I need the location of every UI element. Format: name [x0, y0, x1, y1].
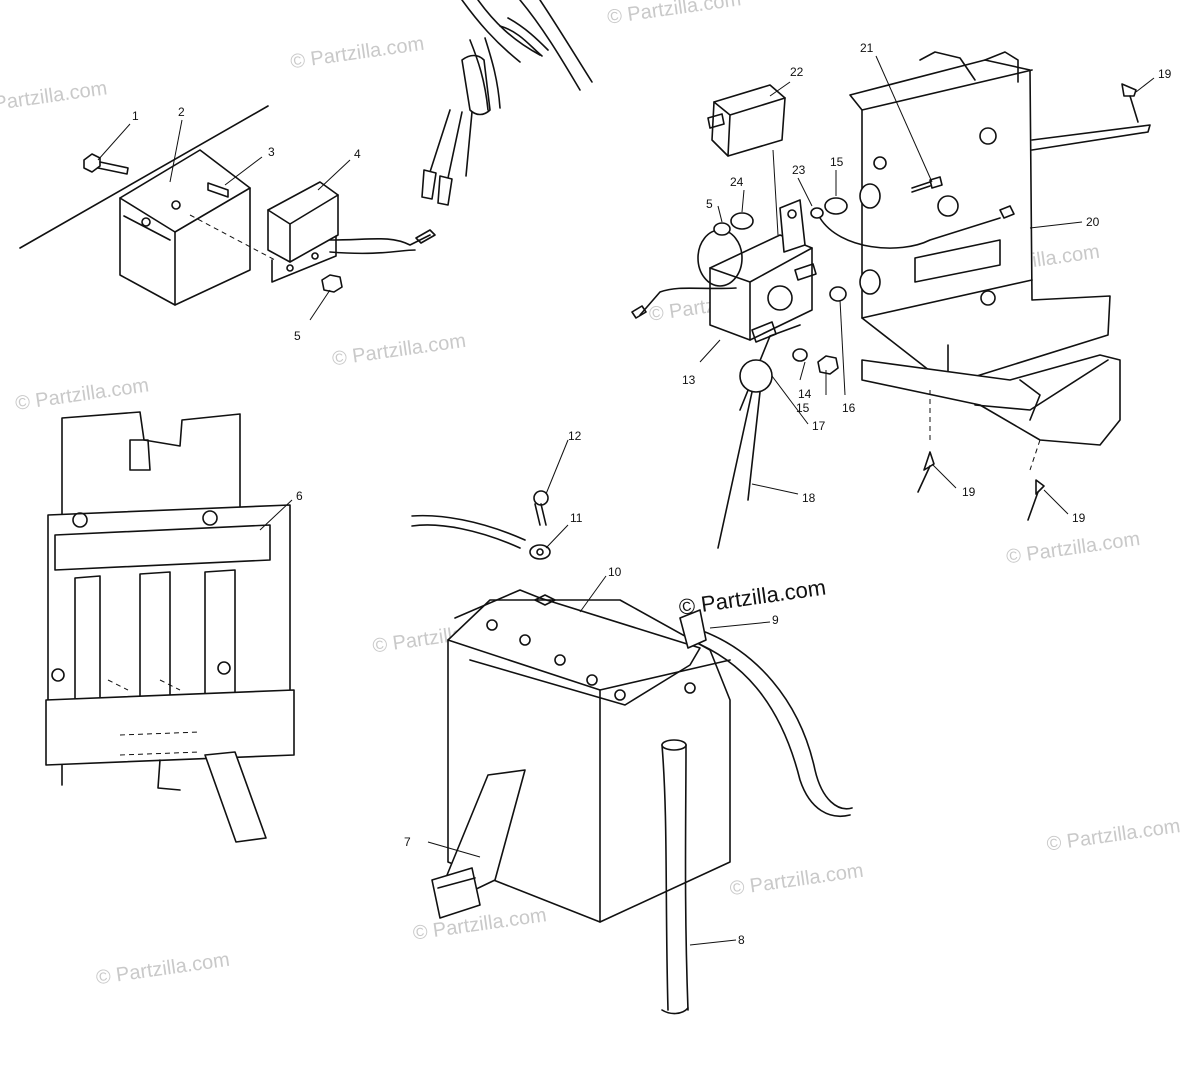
- callout-label-1: 1: [132, 109, 139, 123]
- callout-label-5: 5: [294, 329, 301, 343]
- callout-labels: 1 2 3 4 5 6 7 8 9 10 11 12 13 14 15 15 1…: [132, 41, 1172, 947]
- watermark: © Partzilla.com: [1045, 815, 1182, 856]
- watermark: © Partzilla.com: [14, 374, 151, 415]
- leader-lines: [97, 55, 1155, 946]
- callout-label-13: 13: [682, 373, 696, 387]
- regulator-assembly: [19, 105, 436, 306]
- watermark: © Partzilla.com: [411, 904, 548, 945]
- callout-label-18: 18: [802, 491, 816, 505]
- callout-label-16: 16: [842, 401, 856, 415]
- callout-label-4: 4: [354, 147, 361, 161]
- callout-label-8: 8: [738, 933, 745, 947]
- callout-label-21: 21: [860, 41, 874, 55]
- callout-label-15: 15: [796, 401, 810, 415]
- callout-label-2: 2: [178, 105, 185, 119]
- watermark: © Partzilla.com: [95, 949, 232, 990]
- callout-label-11: 11: [570, 511, 583, 525]
- callout-label-19: 19: [962, 485, 976, 499]
- callout-label-9: 9: [772, 613, 779, 627]
- watermark: © Partzilla.com: [728, 860, 865, 901]
- watermark: © Partzilla.com: [606, 0, 743, 29]
- callout-label-7: 7: [404, 835, 411, 849]
- callout-label-10: 10: [608, 565, 622, 579]
- callout-label-15: 15: [830, 155, 844, 169]
- callout-label-6: 6: [296, 489, 303, 503]
- watermark: © Partzilla.com: [331, 330, 468, 371]
- callout-label-19: 19: [1072, 511, 1086, 525]
- callout-label-12: 12: [568, 429, 582, 443]
- callout-label-14: 14: [798, 387, 812, 401]
- watermark: © Partzilla.com: [1005, 528, 1142, 569]
- callout-label-23: 23: [792, 163, 806, 177]
- callout-label-17: 17: [812, 419, 826, 433]
- callout-label-5: 5: [706, 197, 713, 211]
- solenoid-assembly: [631, 51, 1151, 549]
- watermark: © Partzilla.com: [0, 77, 109, 118]
- battery-holder: [45, 411, 295, 843]
- callout-label-22: 22: [790, 65, 804, 79]
- watermark: © Partzilla.com: [289, 33, 426, 74]
- brand-watermark: © Partzilla.com: [677, 575, 827, 620]
- callout-label-20: 20: [1086, 215, 1100, 229]
- callout-label-3: 3: [268, 145, 275, 159]
- callout-label-19: 19: [1158, 67, 1172, 81]
- wire-harness: [421, 0, 593, 206]
- callout-label-24: 24: [730, 175, 744, 189]
- battery: [411, 490, 853, 1015]
